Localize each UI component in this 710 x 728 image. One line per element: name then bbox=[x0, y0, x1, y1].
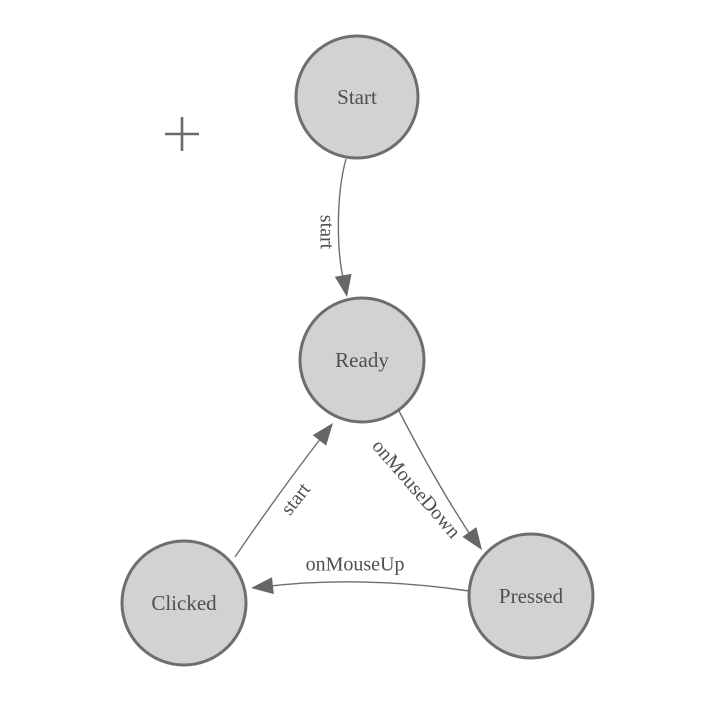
node-pressed[interactable]: Pressed bbox=[467, 532, 595, 660]
node-start[interactable]: Start bbox=[294, 34, 420, 160]
node-circle-clicked[interactable] bbox=[120, 539, 248, 667]
arrowhead-icon bbox=[251, 577, 274, 595]
edge-line-clicked-to-ready[interactable] bbox=[234, 437, 322, 558]
node-label-ready: Ready bbox=[335, 348, 389, 372]
edge-clicked-to-ready: start bbox=[234, 423, 333, 558]
edge-label: start bbox=[315, 215, 337, 250]
arrowhead-icon bbox=[334, 273, 352, 297]
node-label-pressed: Pressed bbox=[499, 584, 564, 608]
edge-label: start bbox=[277, 478, 316, 519]
arrowhead-icon bbox=[462, 527, 482, 550]
node-circle-pressed[interactable] bbox=[467, 532, 595, 660]
node-circle-start[interactable] bbox=[294, 34, 420, 160]
edge-start-to-ready: start bbox=[315, 158, 352, 297]
arrowhead-icon bbox=[312, 423, 333, 446]
edge-pressed-to-clicked: onMouseUp bbox=[251, 554, 470, 595]
plus-crosshair-icon bbox=[165, 117, 199, 151]
edge-line-pressed-to-clicked[interactable] bbox=[261, 581, 470, 592]
node-circle-ready[interactable] bbox=[298, 296, 426, 424]
edge-label: onMouseDown bbox=[367, 435, 465, 543]
edge-ready-to-pressed: onMouseDown bbox=[367, 408, 482, 550]
node-label-clicked: Clicked bbox=[151, 591, 217, 615]
edge-line-start-to-ready[interactable] bbox=[337, 158, 347, 286]
edge-label: onMouseUp bbox=[306, 554, 405, 576]
node-label-start: Start bbox=[337, 85, 377, 109]
edge-line-ready-to-pressed[interactable] bbox=[397, 408, 476, 543]
cursor-layer bbox=[165, 117, 199, 151]
node-ready[interactable]: Ready bbox=[298, 296, 426, 424]
node-clicked[interactable]: Clicked bbox=[120, 539, 248, 667]
